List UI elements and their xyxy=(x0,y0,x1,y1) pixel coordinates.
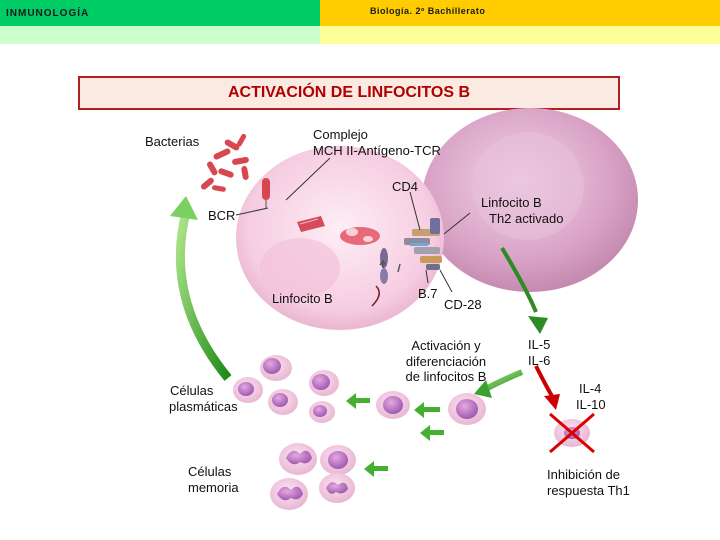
antigen-complex xyxy=(297,216,380,245)
signal-arrows xyxy=(371,259,401,307)
header-bar-right xyxy=(320,0,720,26)
label-il6: IL-6 xyxy=(528,353,551,368)
header-subject: INMUNOLOGÍA xyxy=(6,8,90,19)
differentiating-cells-row1 xyxy=(376,391,486,425)
header-strip-right xyxy=(320,26,720,44)
label-il10: IL-10 xyxy=(576,397,606,412)
label-activacion-2: diferenciación xyxy=(405,354,487,369)
leader-lines xyxy=(235,157,471,293)
title-box: ACTIVACIÓN DE LINFOCITOS B xyxy=(78,76,620,110)
label-cd4: CD4 xyxy=(392,179,419,194)
page-title: ACTIVACIÓN DE LINFOCITOS B xyxy=(227,84,471,101)
header-bar-left xyxy=(0,0,320,26)
label-cd28: CD-28 xyxy=(444,297,482,312)
plasma-cells xyxy=(233,355,339,423)
header-course: Biología. 2º Bachillerato xyxy=(370,6,486,16)
bacteria-cluster xyxy=(200,133,249,192)
label-plasmaticas-2: plasmáticas xyxy=(169,399,238,414)
label-bacterias: Bacterias xyxy=(145,134,200,149)
red-arrow xyxy=(534,365,560,410)
label-activacion-1: Activación y xyxy=(411,338,481,353)
green-arrow-th2 xyxy=(500,246,548,334)
label-inhibicion-2: respuesta Th1 xyxy=(547,483,630,498)
label-activacion-3: de linfocitos B xyxy=(405,369,487,384)
b-lymphocyte-cell xyxy=(236,146,444,330)
green-arrow-activation xyxy=(474,369,524,398)
green-arrow-to-bacteria xyxy=(170,196,232,381)
label-bcr: BCR xyxy=(208,208,236,223)
label-il5: IL-5 xyxy=(528,337,551,352)
receptor-complex xyxy=(404,218,442,270)
label-linfocito-b: Linfocito B xyxy=(272,291,333,306)
label-b7: B.7 xyxy=(418,286,438,301)
label-inhibicion-1: Inhibición de xyxy=(547,467,620,482)
label-complejo-1: Complejo xyxy=(313,127,368,142)
label-complejo-2: MCH II-Antígeno-TCR xyxy=(313,143,441,158)
th2-cell xyxy=(422,108,638,292)
label-memoria-1: Células xyxy=(188,464,232,479)
bacterium-attaching xyxy=(262,178,270,208)
inhibited-th1-cell xyxy=(549,412,595,454)
label-th2-2: Th2 activado xyxy=(489,211,564,226)
label-memoria-2: memoria xyxy=(188,480,239,495)
label-plasmaticas-1: Células xyxy=(170,383,214,398)
small-green-arrows xyxy=(346,393,444,477)
label-il4: IL-4 xyxy=(579,381,602,396)
memory-cells xyxy=(270,443,356,510)
header-strip-left xyxy=(0,26,320,44)
label-th2-1: Linfocito B xyxy=(481,195,542,210)
